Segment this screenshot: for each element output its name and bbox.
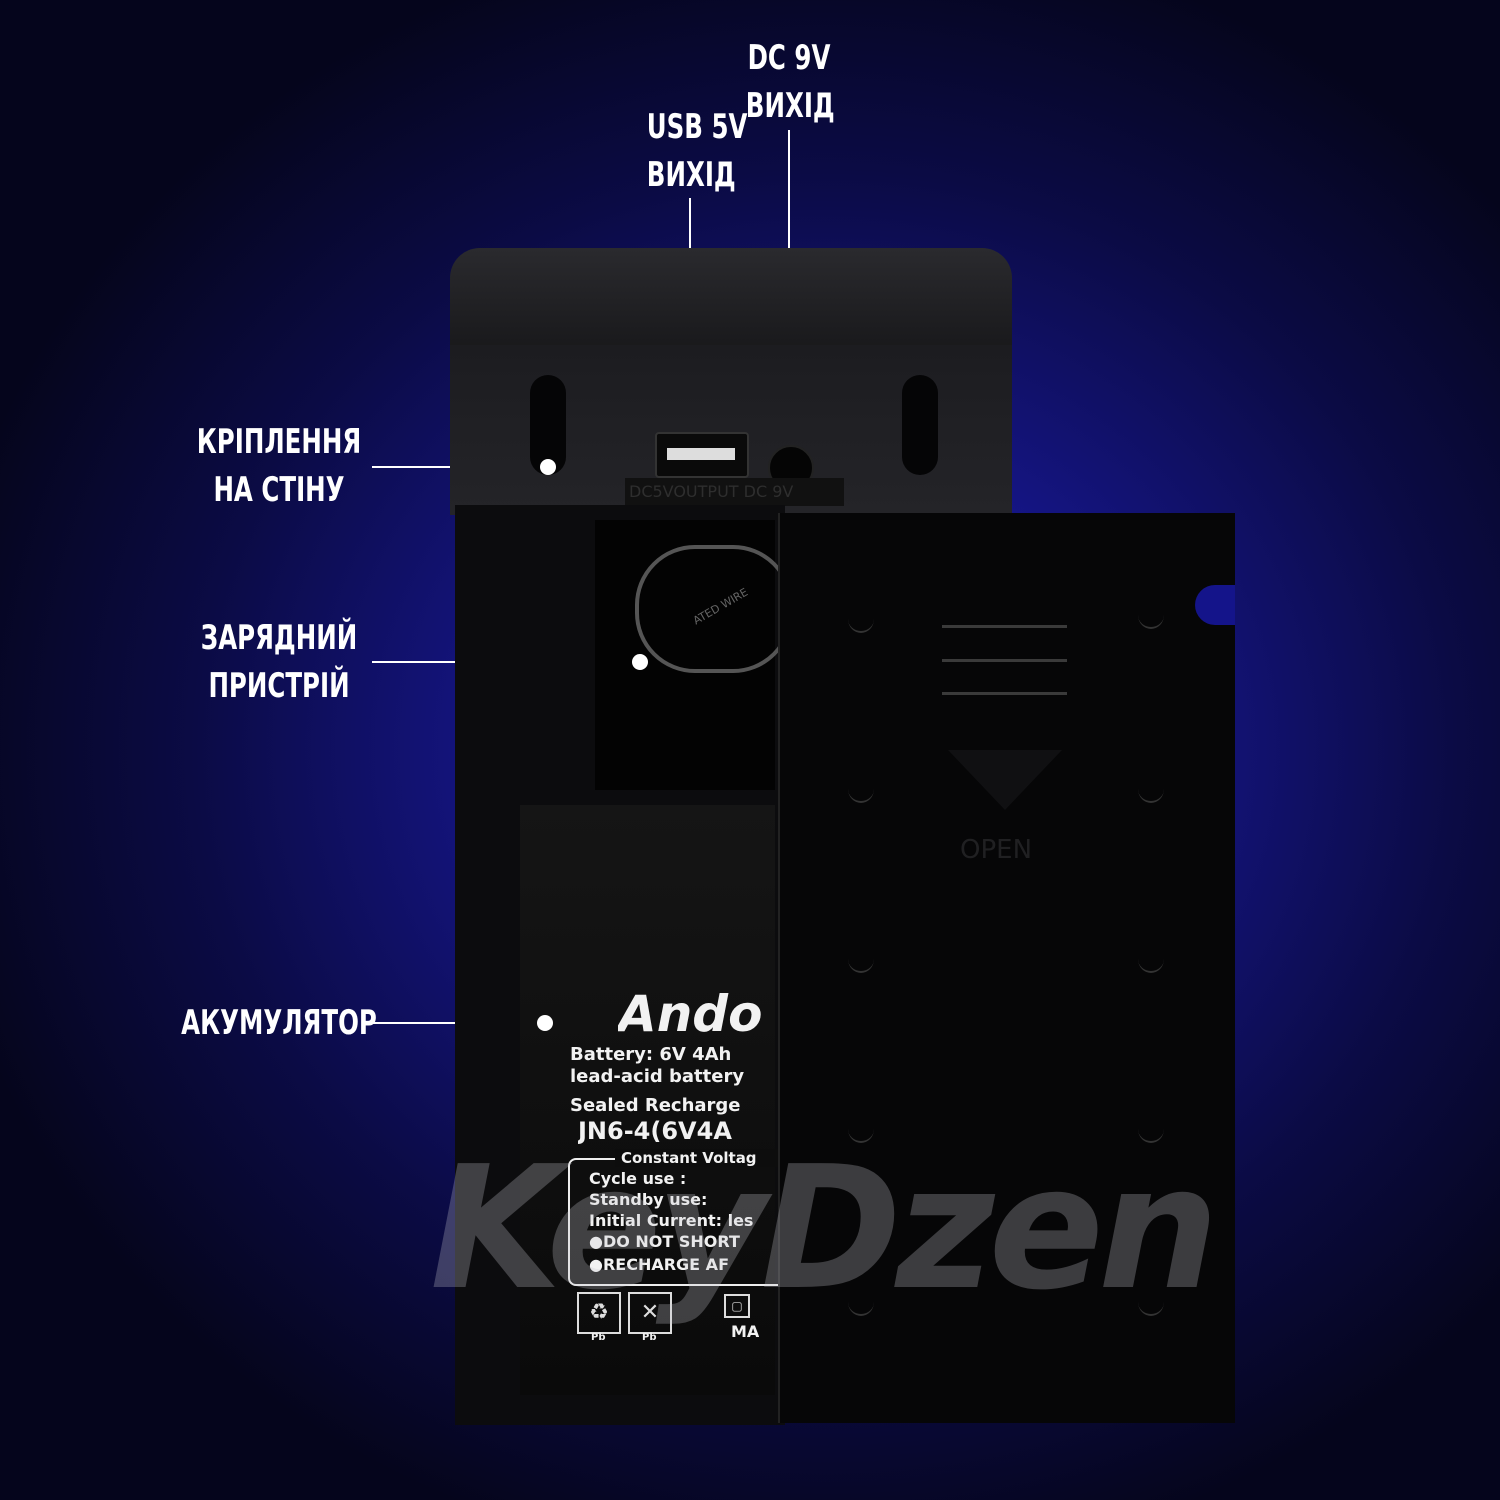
battery-cover[interactable]: [778, 513, 1235, 1423]
open-label: OPEN: [960, 835, 1033, 865]
box-line: Initial Current: les: [589, 1211, 754, 1230]
battery-callout-dot: [537, 1015, 553, 1031]
box-line: ●DO NOT SHORT: [589, 1232, 740, 1251]
battery-model: JN6-4(6V4A: [578, 1117, 732, 1145]
usb-port-icon: [655, 432, 749, 478]
battery-type: lead-acid battery: [570, 1066, 745, 1087]
arrow-down-icon: [948, 750, 1062, 810]
battery-spec: Battery: 6V 4Ah: [570, 1044, 732, 1065]
box-line: Standby use:: [589, 1190, 708, 1209]
pb-label: Pb: [642, 1332, 657, 1343]
keyhole-slot-left: [530, 375, 566, 475]
grip-stripe: [942, 625, 1067, 628]
battery: [520, 805, 775, 1395]
port-plate: DC5VOUTPUT DC 9V: [625, 478, 844, 506]
cover-notch: [1195, 585, 1235, 625]
grip-stripe: [942, 692, 1067, 695]
box-line: ●RECHARGE AF: [589, 1255, 729, 1274]
recycle-icon: ♻: [577, 1292, 621, 1334]
pb-label: Pb: [591, 1332, 606, 1343]
double-insulation-icon: ▢: [724, 1294, 750, 1318]
keyhole-slot-right: [902, 375, 938, 475]
grip-stripe: [942, 659, 1067, 662]
battery-callout-label: АКУМУЛЯТОР: [181, 1003, 377, 1043]
box-line: Cycle use :: [589, 1169, 687, 1188]
box-title: Constant Voltag: [615, 1149, 781, 1167]
charger-callout-dot: [632, 654, 648, 670]
crossed-bin-icon: ✕: [628, 1292, 672, 1334]
battery-brand-logo: Ando: [618, 985, 763, 1043]
made-in-text: MA: [731, 1322, 760, 1341]
battery-sealed: Sealed Recharge: [570, 1095, 741, 1116]
wall-mount-callout-dot: [540, 459, 556, 475]
watermark: KeyDzen: [430, 1130, 1219, 1328]
